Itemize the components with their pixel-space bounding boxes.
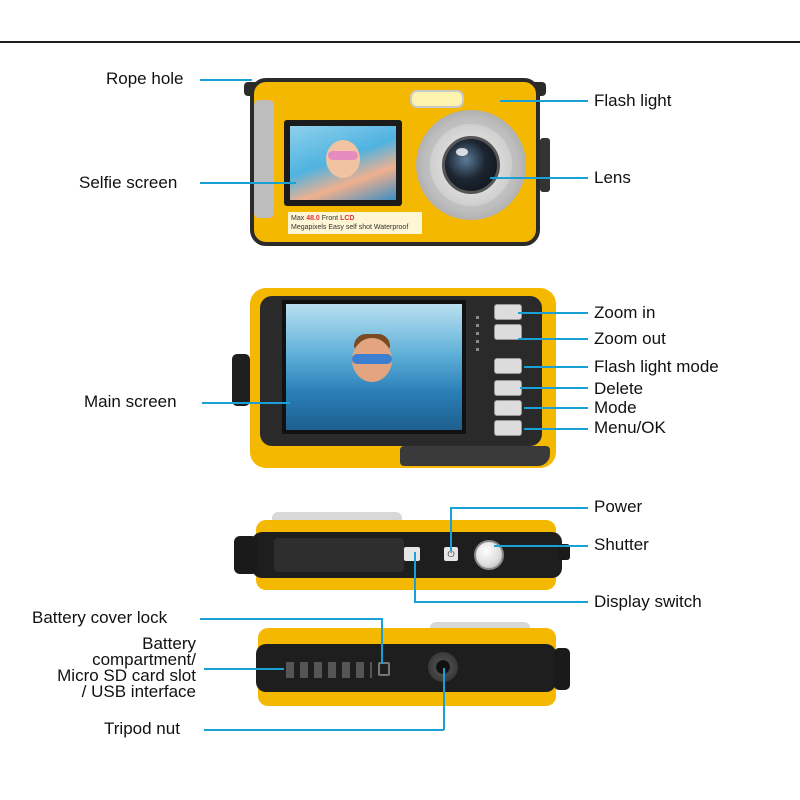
selfie-screen [284,120,402,206]
spec-front: Front [321,215,339,222]
camera-front-view: Max 48.0 Front LCD Megapixels Easy self … [244,72,550,252]
battery-compartment [286,662,372,678]
label-mode: Mode [594,398,637,417]
label-display-switch: Display switch [594,592,702,611]
battery-line-1: Battery [142,634,196,653]
label-zoom-in: Zoom in [594,303,656,322]
swimmer-goggles [352,354,392,364]
front-spec-print: Max 48.0 Front LCD Megapixels Easy self … [288,212,422,234]
mode-button[interactable] [494,400,522,416]
battery-line-4: / USB interface [81,682,196,701]
camera-back-grip [400,446,550,466]
label-rope-hole: Rope hole [106,69,184,88]
display-switch-button[interactable] [404,547,420,561]
spec-megapixels: Megapixels [291,224,327,231]
lens [442,136,500,194]
spec-waterproof: Waterproof [373,224,409,231]
side-knob [234,536,258,574]
menu-ok-button[interactable] [494,420,522,436]
side-knob [554,648,570,690]
label-power: Power [594,497,643,516]
label-menu-ok: Menu/OK [594,418,666,437]
spec-easy-selfie: Easy self shot [328,224,372,231]
spec-max: Max [291,215,305,222]
camera-side-panel [254,100,274,218]
leader-battery-lock-h [200,618,382,620]
leader-flash-mode [524,366,588,368]
top-panel [274,538,404,572]
camera-back-view [230,286,560,470]
label-lens: Lens [594,168,631,187]
leader-battery-lock-v [381,618,383,664]
top-divider [0,41,800,43]
label-selfie-screen: Selfie screen [79,173,178,192]
label-delete: Delete [594,379,644,398]
leader-flash-light [500,100,588,102]
label-battery-compartment: Battery compartment/ Micro SD card slot … [20,634,196,701]
leader-display-h [414,601,588,603]
label-shutter: Shutter [594,535,649,554]
camera-bottom-view [252,620,572,712]
side-knob [540,138,550,192]
leader-display-v [414,552,416,602]
side-knob [232,354,250,406]
label-battery-cover-lock: Battery cover lock [32,608,168,627]
leader-tripod-h [204,729,444,731]
power-button[interactable]: ⏻ [444,547,458,561]
selfie-screen-image [290,126,396,200]
label-tripod-nut: Tripod nut [104,719,180,738]
leader-tripod-v [443,668,445,730]
leader-battery-compartment [204,668,284,670]
battery-line-3: Micro SD card slot [57,666,196,685]
leader-power-h [450,507,588,509]
leader-delete [520,387,588,389]
flash-mode-button[interactable] [494,358,522,374]
leader-zoom-out [518,338,588,340]
leader-power-v [450,507,452,551]
leader-mode [524,407,588,409]
leader-shutter [494,545,588,547]
label-flash-light: Flash light [594,91,672,110]
flash-light [410,90,464,108]
strap-lug [558,544,570,560]
leader-selfie-screen [200,182,296,184]
battery-line-2: compartment/ [92,650,196,669]
selfie-goggles [328,151,358,160]
indicator-leds [476,316,479,352]
zoom-out-button[interactable] [494,324,522,340]
leader-menu-ok [524,428,588,430]
battery-cover-lock[interactable] [378,662,390,676]
spec-lcd: LCD [340,215,355,222]
label-main-screen: Main screen [84,392,177,411]
leader-main-screen [202,402,290,404]
spec-megapixels-value: 48.0 [306,215,320,222]
leader-lens [490,177,588,179]
leader-zoom-in [518,312,588,314]
lens-highlight [456,148,468,156]
camera-top-view: ⏻ [232,510,572,600]
leader-rope-hole [200,79,252,81]
label-zoom-out: Zoom out [594,329,666,348]
delete-button[interactable] [494,380,522,396]
label-flash-light-mode: Flash light mode [594,357,719,376]
